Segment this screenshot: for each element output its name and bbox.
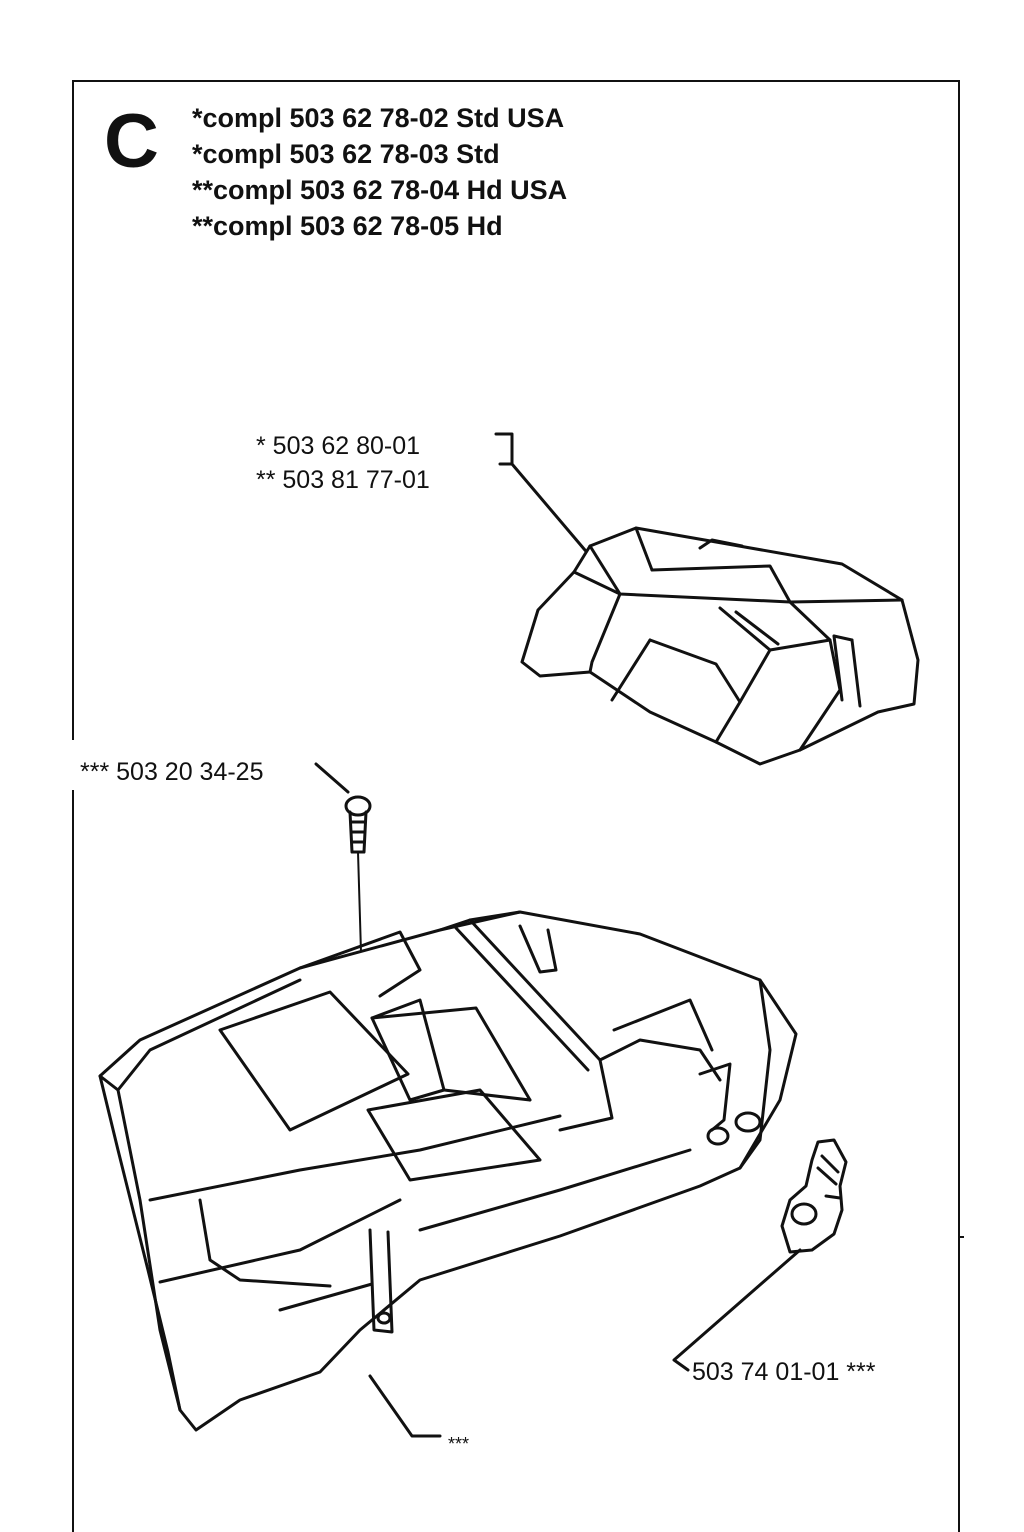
part-label-housing: ***: [448, 1434, 470, 1454]
housing-part: [98, 910, 798, 1432]
leader-housing: [368, 1374, 442, 1438]
top-cover-part: [520, 526, 920, 766]
part-label-cover-std: * 503 62 80-01: [256, 432, 421, 460]
section-letter: C: [104, 99, 159, 184]
frame-left-border: [72, 80, 74, 740]
assembly-line-2: *compl 503 62 78-03 Std: [192, 139, 500, 169]
frame-left-border-lower: [72, 790, 74, 1532]
frame-tick: [958, 1236, 964, 1238]
leader-screw: [314, 762, 350, 794]
leader-cover: [494, 432, 592, 558]
assembly-line-3: **compl 503 62 78-04 Hd USA: [192, 175, 568, 205]
part-label-screw: *** 503 20 34-25: [80, 758, 264, 786]
leader-clip: [672, 1248, 802, 1372]
part-label-cover-hd: ** 503 81 77-01: [256, 466, 430, 494]
assembly-line-4: **compl 503 62 78-05 Hd: [192, 211, 503, 241]
assembly-line-1: *compl 503 62 78-02 Std USA: [192, 103, 565, 133]
assembly-list: *compl 503 62 78-02 Std USA *compl 503 6…: [192, 100, 567, 244]
frame-top-border: [72, 80, 960, 82]
frame-right-border: [958, 80, 960, 1532]
clip-part: [780, 1138, 848, 1254]
part-label-clip: 503 74 01-01 ***: [692, 1358, 876, 1386]
